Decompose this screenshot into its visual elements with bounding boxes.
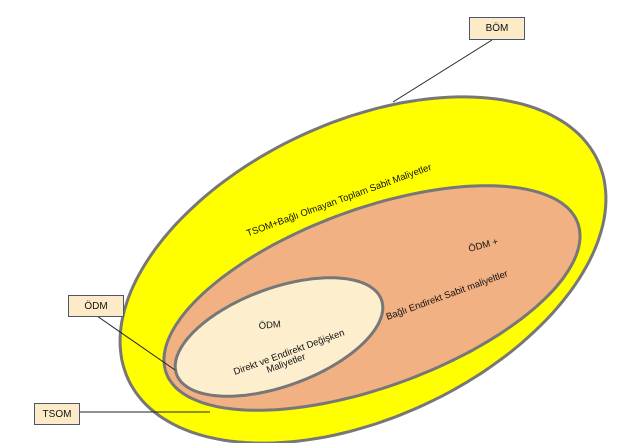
bom-leader-line: [392, 39, 493, 103]
bom-callout-box: BÖM: [469, 17, 525, 40]
odm-leader-line: [96, 315, 176, 371]
odm-callout-box: ÖDM: [68, 295, 124, 317]
inner-ellipse-odm: [173, 276, 385, 398]
inner-region-title: ÖDM: [258, 319, 281, 332]
tsom-callout-box: TSOM: [34, 403, 80, 425]
